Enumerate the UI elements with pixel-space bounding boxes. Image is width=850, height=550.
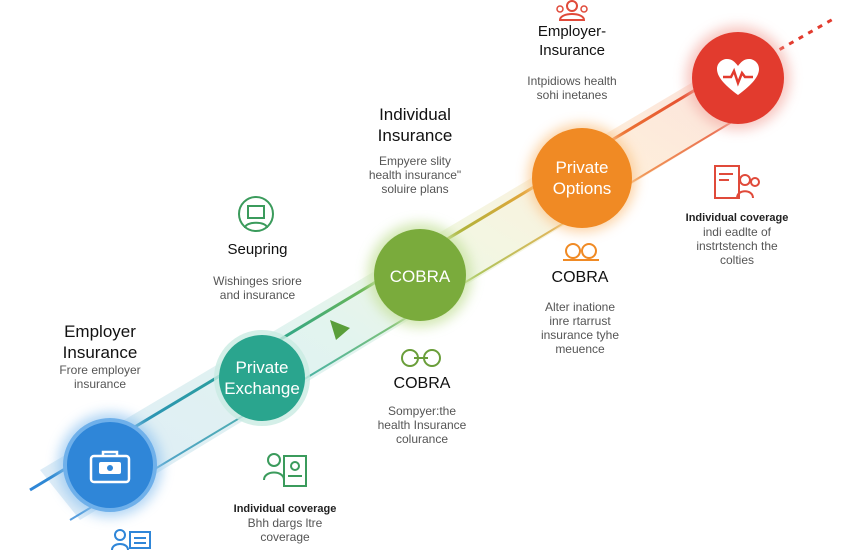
individual-coverage-bottom-desc-2: coverage: [260, 530, 310, 544]
people-icon: [563, 243, 599, 261]
employer-insurance-top-label: Employer- Insurance Intpidiows health so…: [512, 22, 632, 102]
individual-coverage-right-desc-1: indi eadlte of: [702, 225, 772, 239]
employer-insurance-title-2: Insurance: [62, 343, 138, 362]
private-options-label: Private Options: [532, 157, 632, 199]
person-card-icon: [263, 453, 307, 487]
individual-coverage-right-desc-3: colties: [719, 253, 754, 267]
individual-insurance-desc-1: Empyere slity: [378, 154, 452, 168]
heart-pulse-icon: [717, 59, 759, 95]
cobra-right-label: COBRA Alter inatione inre rtarrust insur…: [520, 268, 640, 356]
briefcase-icon: [89, 450, 131, 484]
cobra-node-label: COBRA: [389, 267, 451, 286]
cobra-node: [374, 229, 466, 321]
individual-coverage-right-title: Individual coverage: [685, 212, 789, 224]
private-options-line2: Options: [552, 179, 612, 198]
employer-insurance-label: Employer Insurance Frore employer insura…: [40, 321, 160, 391]
employer-insurance-desc-2: insurance: [73, 377, 127, 391]
link-icon: [238, 196, 274, 232]
private-options-node: [532, 128, 632, 228]
cobra-right-desc-3: insurance tyhe: [540, 328, 620, 342]
seupring-title: Seupring: [227, 241, 288, 258]
people-icon: [556, 0, 588, 21]
play-arrow-icon: [330, 320, 350, 340]
individual-insurance-desc-2: health insurance": [368, 168, 462, 182]
employer-insurance-top-title-2: Insurance: [539, 42, 605, 59]
person-card-icon: [111, 529, 151, 550]
employer-insurance-top-title-1: Employer-: [537, 23, 607, 40]
individual-coverage-bottom-label: Individual coverage Bhh dargs ltre cover…: [220, 502, 350, 544]
cobra-right-desc-2: inre rtarrust: [549, 314, 611, 328]
cobra-mid-desc-2: health Insurance: [377, 418, 467, 432]
private-exchange-label: Private Exchange: [212, 357, 312, 399]
cobra-mid-title: COBRA: [393, 375, 451, 392]
individual-coverage-bottom-title: Individual coverage: [233, 503, 337, 515]
cobra-mid-desc-1: Sompyer:the: [387, 404, 457, 418]
employer-insurance-top-desc-2: sohi inetanes: [536, 88, 608, 102]
cobra-right-title: COBRA: [551, 269, 609, 286]
seupring-desc-1: Wishinges sriore: [213, 274, 302, 288]
private-exchange-line1: Private: [235, 358, 289, 377]
seupring-desc-2: and insurance: [219, 288, 296, 302]
individual-coverage-right-label: Individual coverage indi eadlte of instr…: [672, 211, 802, 267]
individual-insurance-title-1: Individual: [379, 105, 451, 124]
individual-insurance-label: Individual Insurance Empyere slity healt…: [345, 104, 485, 196]
cobra-mid-desc-3: colurance: [395, 432, 449, 446]
employer-insurance-top-desc-1: Intpidiows health: [527, 74, 617, 88]
private-exchange-line2: Exchange: [224, 379, 300, 398]
individual-coverage-right-desc-2: instrtstench the: [696, 239, 778, 253]
link-icon: [401, 349, 441, 367]
employer-insurance-desc-1: Frore employer: [59, 363, 141, 377]
private-exchange-node: [219, 335, 305, 421]
seupring-label: Seupring Wishinges sriore and insurance: [195, 240, 320, 302]
individual-insurance-title-2: Insurance: [377, 126, 453, 145]
individual-coverage-bottom-desc-1: Bhh dargs ltre: [247, 516, 323, 530]
cobra-right-desc-4: meuence: [555, 342, 605, 356]
employer-insurance-title-1: Employer: [64, 322, 136, 341]
document-people-icon: [714, 165, 760, 199]
individual-insurance-desc-3: soluire plans: [381, 182, 449, 196]
cobra-mid-label: COBRA Sompyer:the health Insurance colur…: [362, 374, 482, 446]
cobra-right-desc-1: Alter inatione: [544, 300, 616, 314]
private-options-line1: Private: [555, 158, 609, 177]
